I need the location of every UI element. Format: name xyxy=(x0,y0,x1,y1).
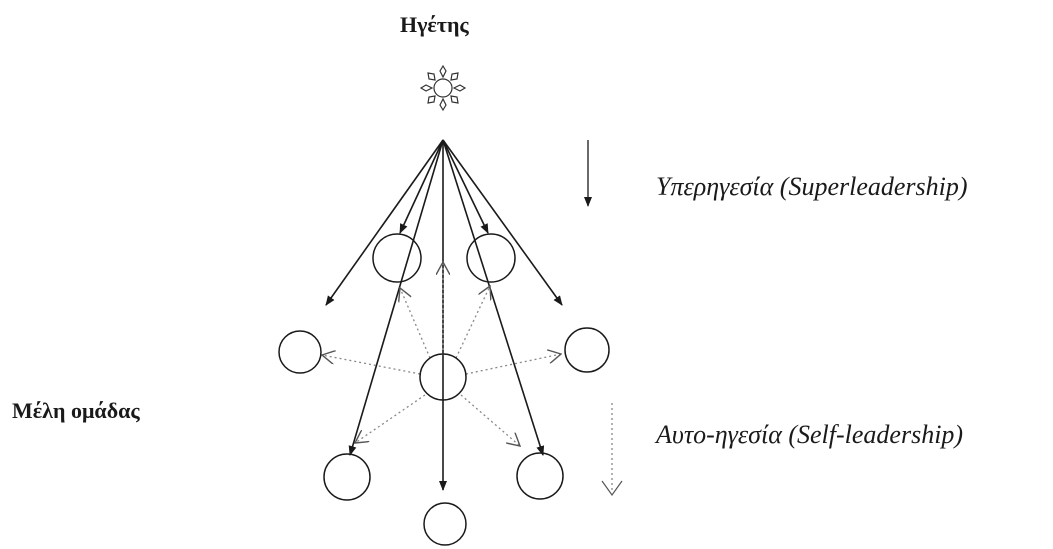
team-members xyxy=(278,233,610,546)
leader-label: Ηγέτης xyxy=(400,12,469,37)
member-circle xyxy=(466,233,516,283)
arrow-to-lower-right xyxy=(442,139,545,456)
member-circle xyxy=(419,353,467,401)
sun-icon xyxy=(419,64,467,112)
member-circle xyxy=(423,502,467,546)
member-circle xyxy=(278,330,322,374)
legend-dotted-arrow xyxy=(601,403,623,497)
superleadership-label: Υπερηγεσία (Superleadership) xyxy=(656,172,968,201)
self-leadership-label: Αυτο-ηγεσία (Self-leadership) xyxy=(656,420,964,449)
arrow-to-upper-right xyxy=(442,139,489,234)
arrow-to-middle-left xyxy=(325,139,444,306)
arrow-to-upper-left xyxy=(399,139,444,234)
member-circle xyxy=(564,327,610,373)
team-members-label: Μέλη ομάδας xyxy=(12,398,140,423)
arrow-to-lower-left xyxy=(348,139,444,456)
member-circle xyxy=(323,453,371,501)
arrow-to-middle-right xyxy=(442,139,563,306)
self-leadership-arrows xyxy=(322,262,561,446)
member-circle xyxy=(372,233,422,283)
member-circle xyxy=(516,452,564,500)
leader-arrows xyxy=(325,139,563,491)
